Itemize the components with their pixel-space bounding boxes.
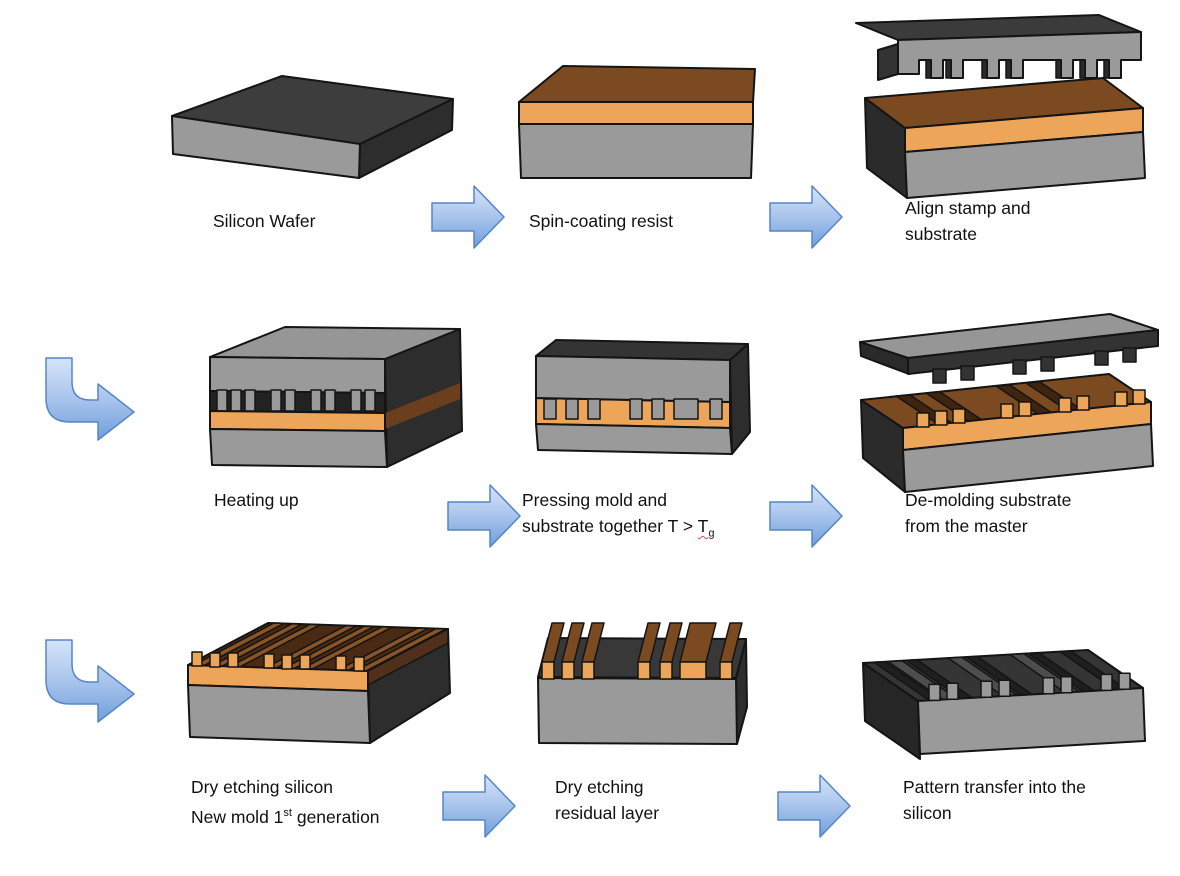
- illustration-dry-etch-residual: [518, 610, 770, 750]
- right-arrow-icon: [430, 181, 506, 251]
- illustration-align-stamp-substrate: [843, 10, 1175, 202]
- illustration-pattern-transfer: [843, 606, 1165, 760]
- step-label-dry-etch-silicon: Dry etching silicon New mold 1st generat…: [191, 777, 380, 827]
- tg-spellcheck-underline: Tg: [697, 516, 715, 540]
- illustration-silicon-wafer: [160, 66, 465, 181]
- right-arrow-icon: [446, 480, 522, 550]
- right-arrow-icon: [441, 770, 517, 840]
- right-arrow-icon: [776, 770, 852, 840]
- step-label-spin-coating: Spin-coating resist: [529, 211, 673, 231]
- illustration-heating-up: [185, 305, 485, 468]
- illustration-dry-etch-silicon: [158, 603, 480, 753]
- right-arrow-icon: [768, 181, 844, 251]
- illustration-pressing-mold: [520, 316, 765, 458]
- step-label-silicon-wafer: Silicon Wafer: [213, 211, 316, 231]
- illustration-spin-coated-wafer: [505, 60, 760, 182]
- step-label-pressing-mold: Pressing mold and substrate together T >…: [522, 490, 715, 540]
- bent-down-right-arrow-icon: [36, 638, 138, 730]
- right-arrow-icon: [768, 480, 844, 550]
- step-label-heating-up: Heating up: [214, 490, 299, 510]
- bent-down-right-arrow-icon: [36, 356, 138, 448]
- illustration-demolding: [843, 298, 1175, 494]
